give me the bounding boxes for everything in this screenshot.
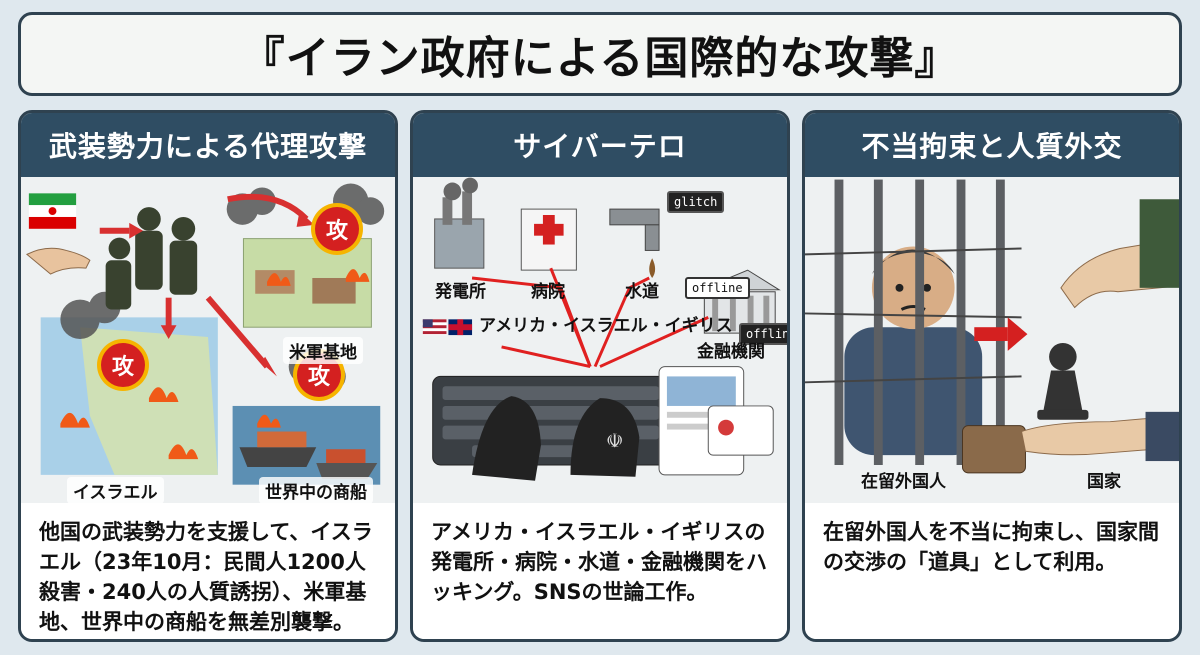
chess-pawn-icon xyxy=(1037,342,1089,420)
panel-description: 在留外国人を不当に拘束し、国家間の交渉の「道具」として利用。 xyxy=(805,503,1179,639)
glitch-tag: glitch xyxy=(667,191,725,213)
attack-badge: 攻 xyxy=(315,207,359,251)
attack-badge: 攻 xyxy=(101,343,145,387)
panel-heading: 武装勢力による代理攻撃 xyxy=(21,113,395,177)
cyber-art: ☫ xyxy=(413,177,787,501)
label-finance: 金融機関 xyxy=(697,342,765,362)
panel-hostage-diplomacy: 不当拘束と人質外交 xyxy=(802,110,1182,642)
sns-post-icon xyxy=(707,405,774,456)
label-merchant-ships: 世界中の商船 xyxy=(259,477,373,504)
arrow-right-icon xyxy=(974,317,1028,351)
lightning-lines xyxy=(471,267,709,369)
panel-heading: 不当拘束と人質外交 xyxy=(805,113,1179,177)
suitcase-icon xyxy=(961,425,1026,474)
hospital-icon xyxy=(520,208,577,271)
panel-heading: サイバーテロ xyxy=(413,113,787,177)
cyber-illustration: ☫ glitch offline offline 発電所 病院 水道 アメリカ・… xyxy=(413,177,787,503)
uk-flag-icon xyxy=(448,319,473,336)
building xyxy=(312,277,356,304)
hostage-illustration: 在留外国人 国家 xyxy=(805,177,1179,503)
label-water: 水道 xyxy=(625,282,659,302)
barbed-wire-icon xyxy=(805,247,1022,384)
label-state: 国家 xyxy=(1087,472,1121,492)
label-foreign-resident: 在留外国人 xyxy=(861,472,946,492)
page-title: 『イラン政府による国際的な攻撃』 xyxy=(240,33,960,84)
fire-icon xyxy=(60,269,370,460)
panel-description: アメリカ・イスラエル・イギリスの発電所・病院・水道・金融機関をハッキング。SNS… xyxy=(413,503,787,639)
faucet-icon xyxy=(609,208,660,278)
label-hospital: 病院 xyxy=(531,282,565,302)
label-israel: イスラエル xyxy=(67,477,164,504)
containers xyxy=(257,431,307,448)
ship-icon xyxy=(239,447,317,467)
lower-hand-icon xyxy=(1020,415,1179,456)
power-plant-icon xyxy=(434,177,485,269)
label-countries: アメリカ・イスラエル・イギリス xyxy=(479,316,733,336)
proxy-attack-illustration: 攻 攻 攻 米軍基地 イスラエル 世界中の商船 xyxy=(21,177,395,504)
offline-tag: offline xyxy=(739,323,787,345)
svg-text:☫: ☫ xyxy=(606,429,624,452)
iran-flag-icon xyxy=(28,193,77,229)
hostage-art xyxy=(805,179,1179,501)
label-us-base: 米軍基地 xyxy=(283,337,363,364)
offline-tag: offline xyxy=(685,277,750,299)
title-banner: 『イラン政府による国際的な攻撃』 xyxy=(18,12,1182,96)
ship-icon xyxy=(316,463,378,479)
panel-cyber-terror: サイバーテロ xyxy=(410,110,790,642)
gloved-hand-icon xyxy=(570,398,640,477)
hand-icon xyxy=(26,247,91,275)
panel-description: 他国の武装勢力を支援して、イスラエル（23年10月：民間人1200人殺害・240… xyxy=(21,503,395,639)
us-flag-icon xyxy=(422,319,447,336)
label-power-plant: 発電所 xyxy=(435,282,486,302)
soldiers-icon xyxy=(105,207,198,310)
gloved-hand-icon xyxy=(472,396,541,481)
prison-bars-icon xyxy=(834,179,1005,465)
panel-proxy-attacks: 武装勢力による代理攻撃 xyxy=(18,110,398,642)
